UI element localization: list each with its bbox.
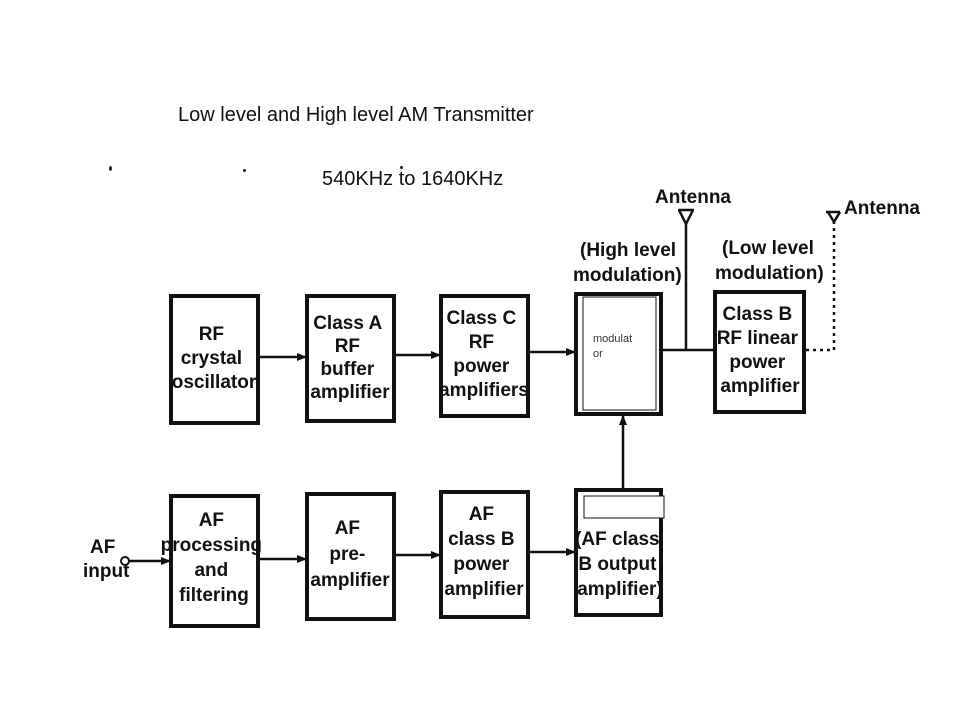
af-input-label: AF input [83, 537, 130, 582]
class-c-rf-power-amplifiers-label: Class C RF power amplifiers [439, 308, 529, 401]
modulator-label: modulat or [593, 333, 635, 360]
af-pre-amplifier-label: AF pre- amplifier [310, 518, 390, 591]
af-class-b-power-amplifier-label: AF class B power amplifier [444, 504, 524, 600]
antenna-label: Antenna [655, 187, 731, 208]
scan-speck [109, 166, 112, 171]
dotted-antenna-icon [826, 211, 842, 225]
frequency-range-subtitle: 540KHz to 1640KHz [322, 168, 504, 190]
modulator-inner-box [582, 296, 657, 411]
rf-crystal-oscillator-label: RF crystal oscillator [172, 324, 257, 393]
low-level-modulation-label: (Low level modulation) [715, 238, 824, 284]
scan-speck [243, 169, 246, 172]
class-a-rf-buffer-amplifier-block [305, 294, 396, 423]
af-class-b-output-amplifier-label: (AF class B output amplifier) [575, 529, 665, 600]
high-level-modulation-label: (High level modulation) [573, 240, 682, 286]
af-class-b-power-amplifier-block [439, 490, 530, 619]
antenna-icon [677, 209, 695, 227]
antenna-label-dotted: Antenna [844, 198, 920, 219]
af-output-cover-box [583, 495, 665, 519]
af-processing-filtering-label: AF processing and filtering [161, 510, 268, 606]
low-level-dotted-path [806, 222, 836, 352]
rf-crystal-oscillator-block [169, 294, 260, 425]
class-b-rf-linear-power-amplifier-label: Class B RF linear power amplifier [717, 304, 804, 397]
class-c-rf-power-amplifiers-block [439, 294, 530, 418]
diagram-title: Low level and High level AM Transmitter [178, 104, 534, 126]
class-b-rf-linear-power-amplifier-block [713, 290, 806, 414]
class-a-rf-buffer-amplifier-label: Class A RF buffer amplifier [310, 313, 390, 403]
scan-speck [400, 166, 403, 169]
af-processing-filtering-block [169, 494, 260, 628]
af-pre-amplifier-block [305, 492, 396, 621]
